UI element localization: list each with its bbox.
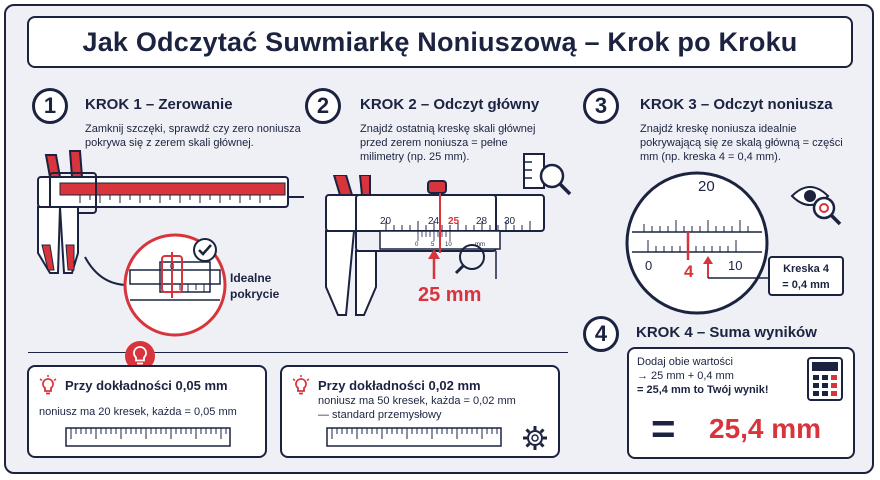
tip-card-005: Przy dokładności 0,05 mm noniusz ma 20 k… (27, 365, 267, 458)
main-tick-30: 30 (504, 216, 516, 227)
step4-number: 4 (583, 316, 619, 352)
step1-title: KROK 1 – Zerowanie (85, 96, 233, 113)
ruler-icon (326, 427, 502, 447)
step2-number: 2 (305, 88, 341, 124)
main-tick-20: 20 (380, 216, 392, 227)
step3-scale-top: 20 (698, 178, 715, 195)
section-divider (28, 352, 568, 353)
step4-line: = 25,4 mm to Twój wynik! (637, 384, 769, 396)
step2-desc-line: Znajdź ostatnią kreskę skali głównej (360, 123, 536, 135)
caliper-closed-illustration (37, 150, 304, 290)
magnifier-icon (523, 153, 572, 196)
tip1-title: Przy dokładności 0,05 mm (65, 378, 228, 393)
step2-desc-line: przed zerem noniusza = pełne (360, 137, 508, 149)
step2-description: Znajdź ostatnią kreskę skali głównej prz… (360, 122, 535, 164)
callout-line: Idealne (230, 271, 272, 285)
step4-result: 25,4 mm (709, 413, 822, 444)
step4-title: KROK 4 – Suma wyników (636, 324, 817, 341)
step3-callout: Kreska 4 = 0,4 mm (768, 256, 844, 296)
step3-description: Znajdź kreskę noniusza idealnie pokrywaj… (640, 122, 843, 164)
step4-line: → 25 mm + 0,4 mm (637, 370, 734, 382)
step3-desc-line: pokrywającą się ze skalą główną = części (640, 137, 843, 149)
lightbulb-icon (292, 375, 310, 395)
step1-desc-line: pokrywa się z zerem skali głównej. (85, 137, 254, 149)
eye-icon (790, 186, 842, 226)
tip1-text: noniusz ma 20 kresek, każda = 0,05 mm (39, 406, 237, 418)
tip-card-002: Przy dokładności 0,02 mm noniusz ma 50 k… (280, 365, 560, 458)
step1-number: 1 (32, 88, 68, 124)
main-tick-25: 25 (448, 216, 460, 227)
callout-line: pokrycie (230, 287, 280, 301)
vernier-zoom-circle (625, 171, 772, 315)
main-tick-24: 24 (428, 216, 440, 227)
page-title: Jak Odczytać Suwmiarkę Noniuszową – Krok… (82, 26, 798, 57)
step3-title: KROK 3 – Odczyt noniusza (640, 96, 833, 113)
step3-number: 3 (583, 88, 619, 124)
step1-desc-line: Zamknij szczęki, sprawdź czy zero nonius… (85, 123, 301, 135)
gear-icon (523, 426, 547, 450)
step3-scale-ten: 10 (728, 258, 743, 273)
step2-title: KROK 2 – Odczyt główny (360, 96, 540, 113)
step3-desc-line: mm (np. kreska 4 = 0,4 mm). (640, 151, 781, 163)
main-tick-28: 28 (476, 216, 488, 227)
callout-line: Kreska 4 (783, 263, 829, 275)
step4-card: Dodaj obie wartości → 25 mm + 0,4 mm = 2… (627, 347, 855, 459)
calculator-icon (807, 357, 843, 401)
equals-sign: = (651, 405, 676, 452)
callout-line: = 0,4 mm (782, 279, 830, 291)
tip2-title: Przy dokładności 0,02 mm (318, 378, 481, 393)
vernier-tick-10: 10 (445, 242, 452, 248)
vernier-unit: mm (475, 242, 485, 248)
lightbulb-icon (125, 341, 155, 371)
step1-description: Zamknij szczęki, sprawdź czy zero nonius… (85, 122, 301, 150)
lightbulb-icon (39, 375, 57, 395)
step3-desc-line: Znajdź kreskę noniusza idealnie (640, 123, 797, 135)
caliper-reading-illustration (325, 175, 545, 316)
step2-desc-line: milimetry (np. 25 mm). (360, 151, 470, 163)
step1-callout: Idealne pokrycie (230, 270, 279, 302)
step4-line: Dodaj obie wartości (637, 356, 733, 368)
check-icon (193, 238, 217, 262)
step3-scale-zero: 0 (645, 258, 653, 273)
ruler-icon (65, 427, 231, 447)
vernier-tick-5: 5 (431, 242, 435, 248)
step3-highlight: 4 (684, 262, 694, 281)
tip2-text: noniusz ma 50 kresek, każda = 0,02 mm (318, 395, 516, 407)
vernier-tick-0: 0 (415, 242, 419, 248)
zoom-zero-label: 0 (170, 262, 175, 271)
step2-reading: 25 mm (418, 284, 482, 306)
title-banner: Jak Odczytać Suwmiarkę Noniuszową – Krok… (27, 16, 853, 68)
tip2-text: — standard przemysłowy (318, 409, 442, 421)
